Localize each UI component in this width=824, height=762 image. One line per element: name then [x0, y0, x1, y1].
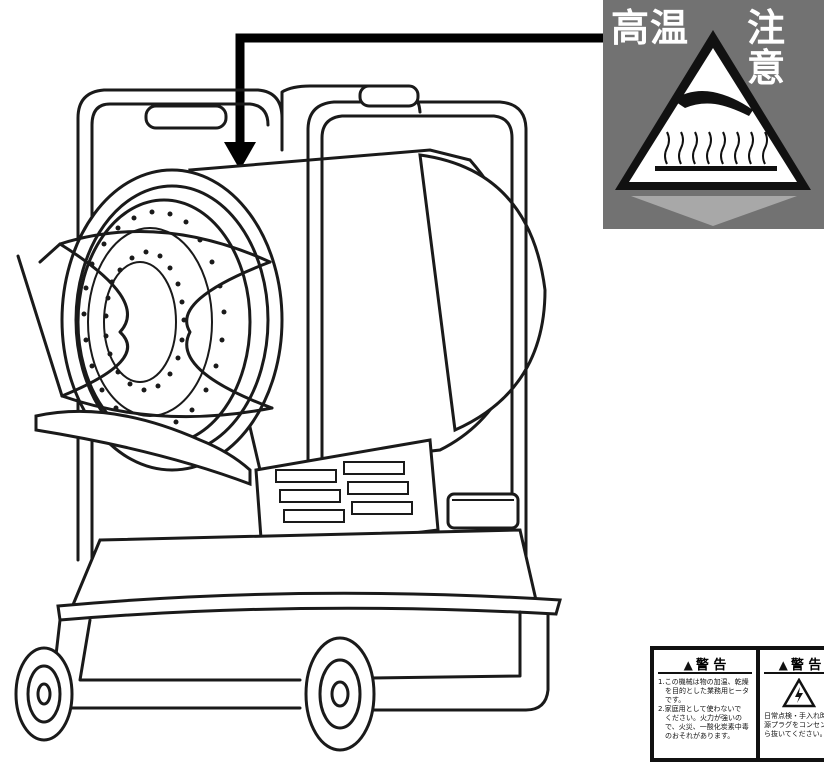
warning-line: 2.家庭用として使わないで	[658, 705, 742, 713]
pointer-arrow	[224, 33, 603, 170]
warning-label: ▲警 告 1.この機械は物の加温、乾燥 を目的とした業務用ヒータ です。 2.家…	[650, 646, 824, 762]
warning-panel-1-header: ▲警 告	[658, 650, 752, 674]
warning-triangle-icon: ▲	[683, 658, 693, 672]
high-temperature-caution-sign: 高温 注意	[603, 0, 824, 229]
heater-drum	[16, 148, 547, 487]
warning-line: を目的とした業務用ヒータ	[658, 687, 749, 695]
warning-panel-1: ▲警 告 1.この機械は物の加温、乾燥 を目的とした業務用ヒータ です。 2.家…	[654, 650, 756, 758]
warning-line: 日常点検・手入れ時	[764, 712, 824, 720]
warning-line: ら抜いてください。	[764, 730, 824, 738]
warning-triangle-icon: ▲	[778, 658, 788, 672]
hot-sign-word-caution: 注意	[747, 6, 787, 90]
warning-panel-2-header: ▲警 告	[764, 650, 824, 674]
electric-shock-icon	[782, 678, 816, 708]
hot-sign-word-high-temperature: 高温	[611, 6, 690, 50]
warning-line: のおそれがあります。	[658, 732, 735, 740]
warning-line: ください。火力が強いの	[658, 714, 742, 722]
undercarriage	[50, 610, 550, 712]
warning-panel-1-text: 1.この機械は物の加温、乾燥 を目的とした業務用ヒータ です。 2.家庭用として…	[654, 674, 756, 741]
heater-base	[56, 438, 562, 622]
warning-line: 1.この機械は物の加温、乾燥	[658, 678, 749, 686]
warning-line: です。	[658, 696, 686, 704]
front-frame	[144, 84, 528, 592]
warning-line: で、火災、一酸化炭素中毒	[658, 723, 749, 731]
wheels	[14, 636, 376, 752]
warning-line: 源プラグをコンセン	[764, 721, 824, 729]
warning-panel-2: ▲警 告 日常点検・手入れ時 源プラグをコンセン ら抜いてください。	[760, 650, 824, 758]
warning-panel-2-text: 日常点検・手入れ時 源プラグをコンセン ら抜いてください。	[760, 708, 824, 739]
hot-surface-warning-icon	[615, 30, 811, 226]
